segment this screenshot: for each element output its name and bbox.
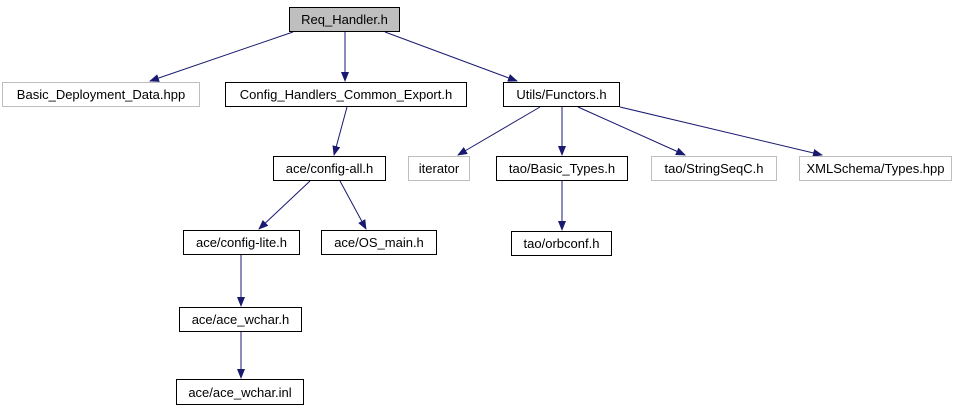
- edge-ace-config-all-to-ace-os-main: [339, 180, 367, 230]
- graph-node-ace-ace-wchar-h[interactable]: ace/ace_wchar.h: [179, 307, 302, 332]
- graph-node-label: Config_Handlers_Common_Export.h: [239, 87, 453, 102]
- graph-node-tao-basic-types[interactable]: tao/Basic_Types.h: [496, 156, 628, 181]
- graph-node-tao-stringseqc: tao/StringSeqC.h: [651, 156, 777, 181]
- graph-node-ace-ace-wchar-inl[interactable]: ace/ace_wchar.inl: [176, 379, 304, 405]
- graph-node-label: tao/orbconf.h: [523, 236, 600, 251]
- graph-node-label: Utils/Functors.h: [516, 87, 607, 102]
- graph-node-label: XMLSchema/Types.hpp: [806, 161, 945, 176]
- graph-node-label: tao/Basic_Types.h: [508, 161, 616, 176]
- edge-req-handler-to-basic-deployment-data: [149, 31, 294, 82]
- graph-node-req-handler: Req_Handler.h: [289, 7, 400, 32]
- edge-req-handler-to-utils-functors: [384, 31, 518, 82]
- graph-node-utils-functors[interactable]: Utils/Functors.h: [503, 82, 620, 107]
- graph-node-basic-deployment-data: Basic_Deployment_Data.hpp: [2, 82, 200, 107]
- graph-node-label: ace/ace_wchar.inl: [188, 384, 292, 400]
- graph-node-label: Basic_Deployment_Data.hpp: [16, 87, 186, 102]
- graph-node-config-handlers-export[interactable]: Config_Handlers_Common_Export.h: [225, 82, 467, 107]
- graph-node-label: ace/config-lite.h: [195, 235, 288, 250]
- edge-ace-config-all-to-ace-config-lite: [258, 180, 311, 230]
- graph-node-label: ace/ace_wchar.h: [191, 312, 290, 327]
- graph-node-label: ace/config-all.h: [285, 161, 374, 176]
- edge-utils-functors-to-xmlschema-types: [619, 106, 823, 157]
- graph-node-ace-os-main[interactable]: ace/OS_main.h: [321, 230, 437, 255]
- graph-node-ace-config-lite[interactable]: ace/config-lite.h: [183, 230, 300, 255]
- graph-node-iterator: iterator: [408, 156, 470, 181]
- graph-node-label: tao/StringSeqC.h: [664, 161, 764, 176]
- edge-config-handlers-export-to-ace-config-all: [332, 106, 348, 156]
- edge-utils-functors-to-tao-stringseqc: [577, 106, 686, 156]
- graph-node-label: iterator: [418, 161, 460, 176]
- graph-node-ace-config-all[interactable]: ace/config-all.h: [273, 156, 386, 181]
- edge-utils-functors-to-iterator: [457, 106, 541, 156]
- graph-node-label: Req_Handler.h: [301, 12, 388, 27]
- graph-node-tao-orbconf[interactable]: tao/orbconf.h: [511, 231, 612, 256]
- graph-node-xmlschema-types: XMLSchema/Types.hpp: [799, 156, 952, 181]
- graph-node-label: ace/OS_main.h: [334, 235, 424, 250]
